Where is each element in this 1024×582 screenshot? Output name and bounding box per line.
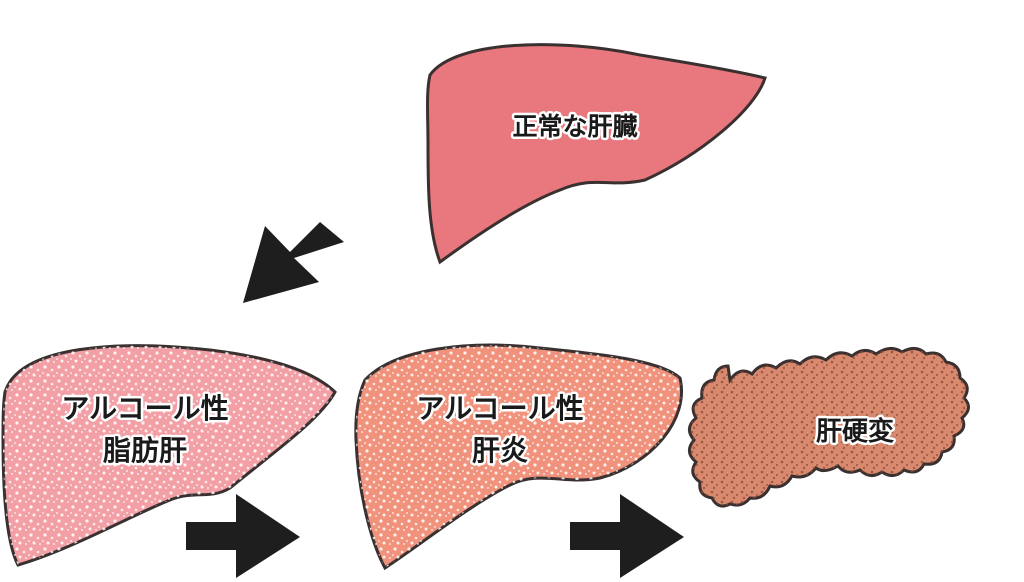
liver-hepatitis: アルコール性 肝炎 [354, 343, 683, 571]
label-cirrhosis: 肝硬変 [816, 416, 894, 447]
label-hepatitis-line2: 肝炎 [472, 434, 528, 467]
label-normal: 正常な肝臓 [512, 112, 637, 141]
arrow-fatty-to-hepatitis [186, 494, 300, 578]
label-fatty-line2: 脂肪肝 [103, 434, 187, 467]
liver-cirrhosis: 肝硬変 [688, 347, 970, 508]
arrow-hepatitis-to-cirrhosis [570, 494, 684, 578]
liver-normal: 正常な肝臓 [426, 43, 767, 265]
label-fatty-line1: アルコール性 [61, 392, 228, 425]
arrow-normal-to-fatty [243, 222, 344, 303]
label-hepatitis-line1: アルコール性 [416, 392, 583, 425]
liver-fatty: アルコール性 脂肪肝 [1, 344, 337, 567]
